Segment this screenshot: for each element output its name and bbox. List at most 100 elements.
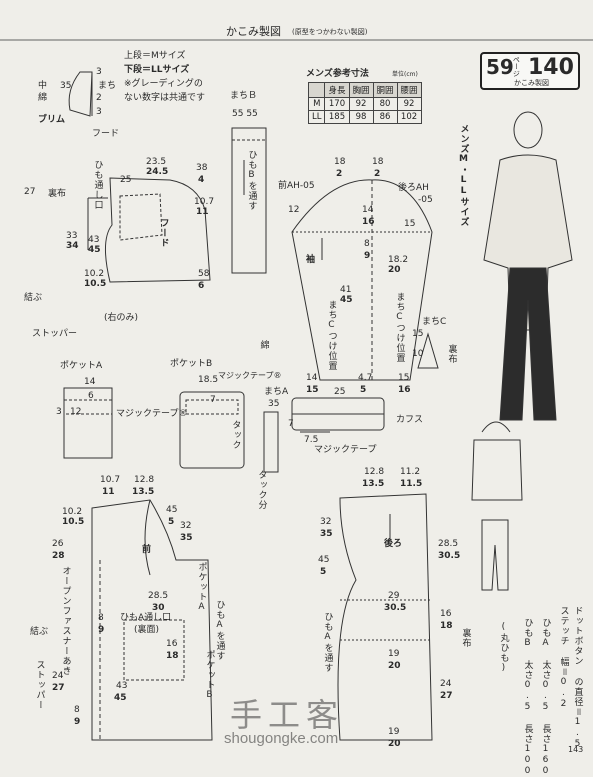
pattern-drawing [0, 39, 593, 741]
note-4: ひもB 太さ0.5 長さ100 [522, 618, 533, 777]
dim-label: 26 [52, 539, 64, 549]
label-pocketB: ポケットB [170, 359, 213, 369]
dim-label: 27 [52, 683, 65, 693]
dim-label: 13.5 [132, 487, 155, 497]
dim-label: 19 [388, 727, 400, 737]
label-himoA-back: ひもAを通す [322, 612, 333, 673]
page-subtitle: (原型をつかわない製図) [292, 28, 368, 36]
label-magic-tape-b: マジックテープ® [218, 371, 282, 380]
dim-label: 11 [102, 487, 115, 497]
table-cell: 胸囲 [348, 82, 374, 98]
dim-label: 9 [364, 251, 371, 261]
dim-label: 32 [320, 517, 332, 527]
legend-line-2: 下段＝LLサイズ [124, 65, 190, 75]
dim-label: 55 55 [232, 109, 258, 119]
dim-label: 28 [52, 551, 65, 561]
table-cell: 胴囲 [372, 82, 398, 98]
dim-label: 18 [166, 651, 179, 661]
pocketB-piece [179, 391, 245, 469]
size-table-unit: 単位(cm) [392, 71, 418, 78]
dim-label: 9 [74, 717, 81, 727]
label-ushiro: 後ろ [384, 539, 403, 549]
legend-line-4: ない数字は共通です [124, 93, 206, 103]
note-5: (丸ひも) [498, 622, 509, 674]
label-musubu: 結ぶ [24, 293, 43, 303]
label-hood-small: フード [92, 129, 120, 139]
label-naka-cloth: 綿 [258, 340, 269, 350]
dim-label: 24.5 [146, 167, 169, 177]
table-cell: 185 [324, 110, 350, 124]
watermark-url: shougongke.com [224, 730, 339, 747]
dim-label: 11.5 [400, 479, 423, 489]
label-pocketA: ポケットA [60, 361, 103, 371]
page-word: ページ [512, 56, 521, 77]
label-ura: 裏布 [48, 189, 67, 199]
dim-label: 25 [120, 175, 132, 185]
table-cell: 86 [372, 110, 398, 124]
label-sleeve: 袖 [306, 255, 316, 265]
dim-label: 10.5 [84, 279, 107, 289]
label-tuck-bun: タック分 [256, 470, 267, 510]
page-number: 59 [486, 55, 514, 79]
back-body [337, 493, 433, 741]
label-himo-dooshi: ひも通し口 [92, 160, 103, 210]
label-pocketB-tsuke: ポケットB [204, 650, 215, 701]
dim-label: 18.2 [388, 255, 409, 265]
note-3: ひもA 太さ0.5 長さ160 [540, 618, 551, 777]
dim-label: 35 [268, 399, 280, 409]
item-number: 140 [528, 55, 574, 80]
dim-label: 45 [114, 693, 127, 703]
dim-label: 27 [440, 691, 453, 701]
dim-label: 33 [66, 231, 78, 241]
dim-label: 25 [334, 387, 346, 397]
table-cell [307, 82, 326, 98]
dim-label: 10.5 [62, 517, 85, 527]
dim-label: 3 [96, 67, 102, 77]
dim-label: 30.5 [384, 603, 407, 613]
dim-label: 7 [288, 419, 294, 429]
dim-label: 8 [364, 239, 370, 249]
dim-label: 10.7 [100, 475, 121, 485]
model-figure [471, 111, 573, 591]
dim-label: 32 [180, 521, 192, 531]
dim-label: 18 [372, 157, 384, 167]
dim-label: 11 [196, 207, 209, 217]
label-cuffs: カフス [396, 415, 424, 425]
table-cell: 170 [324, 97, 350, 111]
dim-label: 9 [98, 625, 105, 635]
dim-label: 41 [340, 285, 352, 295]
sleeve-piece [291, 179, 433, 381]
table-cell: 92 [348, 97, 374, 111]
dim-label: 45 [166, 505, 178, 515]
dim-label: 24 [52, 671, 64, 681]
dim-label: 6 [88, 391, 94, 401]
dim-label: 16 [440, 609, 452, 619]
label-tuck: タック [230, 420, 241, 450]
label-magic-tape-a: マジックテープ® [116, 409, 188, 419]
dim-label: 12 [70, 407, 82, 417]
dim-label: 35 [320, 529, 333, 539]
size-table-title: メンズ参考寸法 [306, 69, 369, 79]
dim-label: 14 [306, 373, 318, 383]
label-machiB: まちＢ [230, 91, 258, 101]
label-stopper: ストッパー [32, 329, 78, 339]
corner-page-number: 143 [568, 745, 584, 754]
dim-label: 43 [116, 681, 128, 691]
table-cell: 92 [396, 97, 422, 111]
table-cell: LL [307, 110, 326, 124]
dim-label: 2 [336, 169, 343, 179]
page-title: かこみ製図 [226, 25, 281, 38]
dim-label: 16 [362, 217, 375, 227]
dim-label: 15 [412, 329, 424, 339]
note-2: ステッチ 幅＝0.2 [558, 606, 569, 710]
dim-label: 28.5 [148, 591, 169, 601]
dim-label: 5 [168, 517, 175, 527]
dim-label: 12.8 [364, 467, 385, 477]
dim-label: 2 [96, 93, 102, 103]
label-ura-mae: (裏面) [134, 625, 160, 635]
label-musubu-2: 結ぶ [30, 627, 49, 637]
label-machiC-tsuke: まちCつけ位置 [326, 300, 337, 371]
table-cell: 102 [396, 110, 422, 124]
label-himoA-dooshi: ひもA通し口 [120, 613, 172, 623]
dim-label: 45 [340, 295, 353, 305]
